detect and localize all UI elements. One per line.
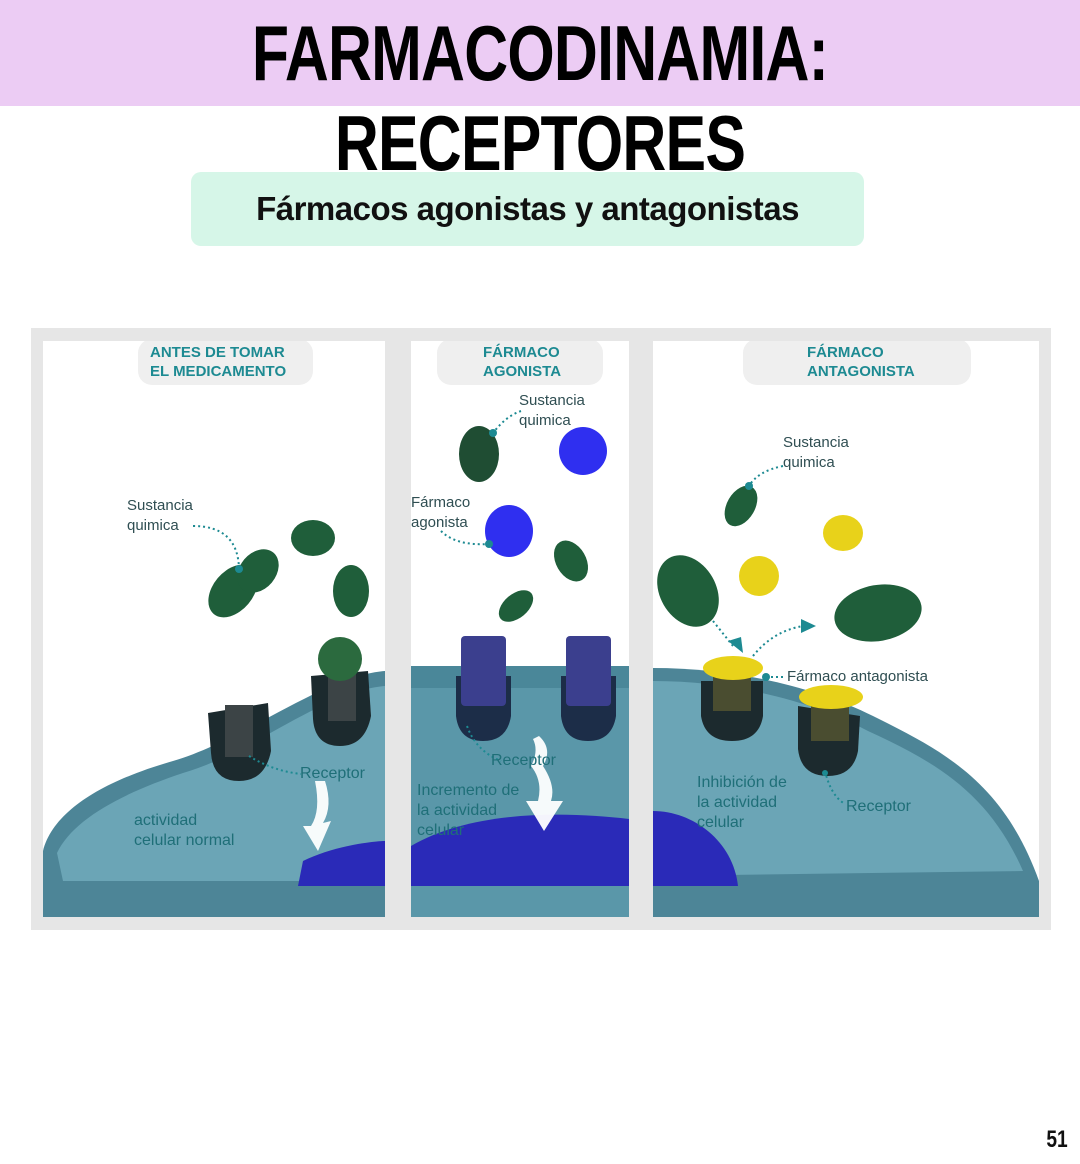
receptor-diagram: ANTES DE TOMAR EL MEDICAMENTO Sustancia …: [31, 328, 1051, 930]
label-receptor: Receptor: [491, 752, 556, 769]
cell-illustration-before: [43, 520, 385, 917]
subtitle-text: Fármacos agonistas y antagonistas: [256, 190, 799, 227]
panel-before-medication: ANTES DE TOMAR EL MEDICAMENTO Sustancia …: [43, 341, 385, 917]
label-cell-activity: Incremento de la actividad celular: [417, 782, 520, 839]
label-receptor: Receptor: [300, 765, 365, 782]
section-subtitle: Fármacos agonistas y antagonistas: [191, 172, 864, 246]
panel-heading: FÁRMACO ANTAGONISTA: [743, 341, 971, 385]
label-chemical-substance: Sustancia quimica: [783, 434, 849, 471]
page-number: 51: [1046, 1126, 1068, 1153]
cell-illustration-antagonist: [653, 465, 1039, 917]
label-receptor: Receptor: [846, 798, 911, 815]
label-chemical-substance: Sustancia quimica: [127, 497, 193, 534]
label-cell-activity: Inhibición de la actividad celular: [697, 774, 787, 831]
page-title: FARMACODINAMIA: RECEPTORES: [251, 9, 829, 187]
label-chemical-substance: Sustancia quimica: [519, 392, 585, 429]
page-header: FARMACODINAMIA: RECEPTORES: [0, 0, 1080, 187]
label-cell-activity: actividad celular normal: [134, 812, 235, 849]
label-antagonist-drug: Fármaco antagonista: [787, 668, 928, 685]
label-agonist-drug: Fármaco agonista: [411, 494, 471, 531]
panel-antagonist: FÁRMACO ANTAGONISTA Sustancia quimica Fá…: [653, 341, 1039, 917]
panel-agonist: FÁRMACO AGONISTA Sustancia quimica Fárma…: [411, 341, 629, 917]
cell-illustration-agonist: [411, 410, 629, 917]
panel-heading: ANTES DE TOMAR EL MEDICAMENTO: [138, 341, 313, 385]
panel-heading: FÁRMACO AGONISTA: [437, 341, 603, 385]
